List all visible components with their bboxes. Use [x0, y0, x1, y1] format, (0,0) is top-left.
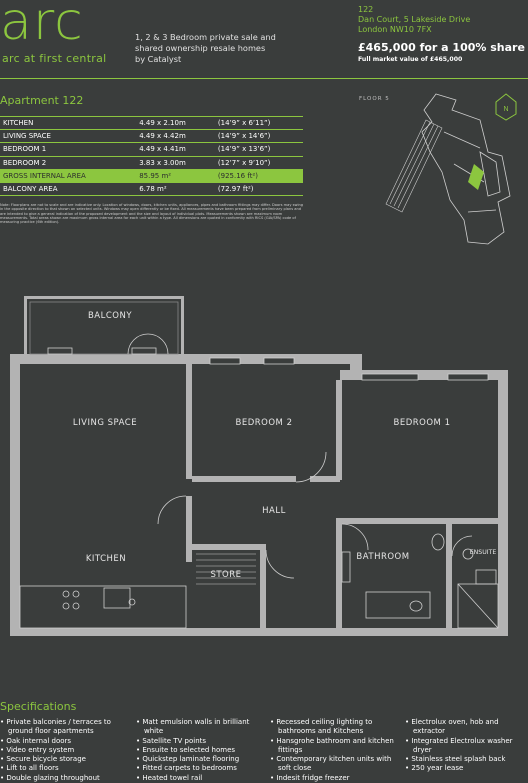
- spec-item: • Fitted carpets to bedrooms: [136, 764, 237, 773]
- tagline-line: by Catalyst: [135, 54, 182, 64]
- spec-item: • Heated towel rail: [136, 773, 203, 782]
- compass-label: N: [503, 106, 508, 113]
- price: £465,000 for a 100% share: [358, 41, 525, 54]
- room-name: GROSS INTERNAL AREA: [0, 169, 137, 183]
- room-imperial: (72.97 ft²): [214, 182, 303, 197]
- spec-column-3: • Recessed ceiling lighting to bathrooms…: [270, 718, 402, 783]
- address-line: Dan Court, 5 Lakeside Drive: [358, 15, 471, 24]
- header-divider: [0, 78, 528, 79]
- spec-column-4: • Electrolux oven, hob and extractor • I…: [405, 718, 527, 774]
- floor-label: FLOOR 5: [359, 96, 390, 102]
- tagline: 1, 2 & 3 Bedroom private sale and shared…: [135, 32, 315, 65]
- spec-item: • Recessed ceiling lighting to bathrooms…: [270, 718, 373, 736]
- plan-label-living: LIVING SPACE: [73, 418, 137, 428]
- spec-item: • Integrated Electrolux washer dryer: [405, 736, 513, 754]
- spec-item: • Electrolux oven, hob and extractor: [405, 718, 499, 736]
- spec-column-1: • Private balconies / terraces to ground…: [0, 718, 134, 783]
- spec-item: • Quickstep laminate flooring: [136, 755, 240, 764]
- room-metric: 3.83 x 3.00m: [136, 156, 215, 170]
- hatched-block: [385, 119, 443, 213]
- floor-key-plan: N: [385, 93, 517, 245]
- compass-icon: N: [495, 93, 517, 121]
- market-value: Full market value of £465,000: [358, 56, 463, 63]
- room-imperial: (14’9” x 6’11”): [214, 115, 303, 131]
- disclaimer-note: Note: Floorplans are not to scale and ar…: [0, 203, 304, 225]
- room-imperial: (14’9” x 13’6”): [214, 142, 303, 157]
- room-metric: 4.49 x 4.41m: [136, 142, 215, 157]
- specifications-title: Specifications: [0, 700, 77, 713]
- floor-plan: BALCONY LIVING SPACE BEDROOM 2 BEDROOM 1…: [10, 296, 508, 636]
- plan-label-bathroom: BATHROOM: [356, 552, 409, 562]
- spec-item: • Ensuite to selected homes: [136, 745, 236, 754]
- tagline-line: 1, 2 & 3 Bedroom private sale and: [135, 32, 276, 42]
- spec-item: • Hansgrohe bathroom and kitchen fitting…: [270, 736, 394, 754]
- room-imperial: (12’7” x 9’10”): [214, 156, 303, 170]
- room-name: BALCONY AREA: [0, 182, 137, 197]
- plan-label-kitchen: KITCHEN: [86, 554, 126, 564]
- room-metric: 4.49 x 4.42m: [136, 129, 215, 144]
- room-name: KITCHEN: [0, 115, 137, 131]
- walls: [10, 296, 508, 636]
- address-line: 122: [358, 5, 374, 14]
- plan-label-store: STORE: [210, 570, 241, 580]
- plan-label-bedroom-2: BEDROOM 2: [236, 418, 293, 428]
- room-name: LIVING SPACE: [0, 129, 137, 144]
- spec-item: • Lift to all floors: [0, 764, 59, 773]
- room-metric: 85.95 m²: [136, 169, 215, 183]
- plan-label-balcony: BALCONY: [88, 311, 132, 321]
- spec-item: • Contemporary kitchen units with soft c…: [270, 755, 392, 773]
- spec-item: • Double glazing throughout: [0, 773, 100, 782]
- apartment-title: Apartment 122: [0, 94, 84, 107]
- room-imperial: (14’9” x 14’6”): [214, 129, 303, 144]
- spec-item: • Stainless steel splash back: [405, 755, 506, 764]
- spec-item: • Oak internal doors: [0, 736, 72, 745]
- spec-item: • 250 year lease: [405, 764, 464, 773]
- room-name: BEDROOM 1: [0, 142, 137, 157]
- plan-label-hall: HALL: [262, 506, 286, 516]
- logo-subtitle: arc at first central: [2, 52, 107, 65]
- fixtures: [19, 301, 499, 629]
- spec-item: • Indesit fridge freezer: [270, 773, 350, 782]
- arc-logo: arc: [0, 0, 84, 52]
- spec-item: • Private balconies / terraces to ground…: [0, 718, 111, 736]
- spec-item: • Video entry system: [0, 745, 75, 754]
- plan-label-bedroom-1: BEDROOM 1: [394, 418, 451, 428]
- room-metric: 4.49 x 2.10m: [136, 115, 215, 131]
- spec-column-2: • Matt emulsion walls in brilliant white…: [136, 718, 264, 783]
- room-metric: 6.78 m²: [136, 182, 215, 197]
- spec-item: • Matt emulsion walls in brilliant white: [136, 718, 250, 736]
- spec-item: • Secure bicycle storage: [0, 755, 86, 764]
- tagline-line: shared ownership resale homes: [135, 43, 266, 53]
- address: 122 Dan Court, 5 Lakeside Drive London N…: [358, 5, 470, 35]
- spec-item: • Satellite TV points: [136, 736, 207, 745]
- apartment-highlight: [468, 164, 484, 190]
- room-name: BEDROOM 2: [0, 156, 137, 170]
- room-imperial: (925.16 ft²): [214, 169, 303, 183]
- building-outline: [421, 93, 511, 245]
- plan-label-ensuite: ENSUITE: [470, 549, 497, 556]
- address-line: London NW10 7FX: [358, 25, 432, 34]
